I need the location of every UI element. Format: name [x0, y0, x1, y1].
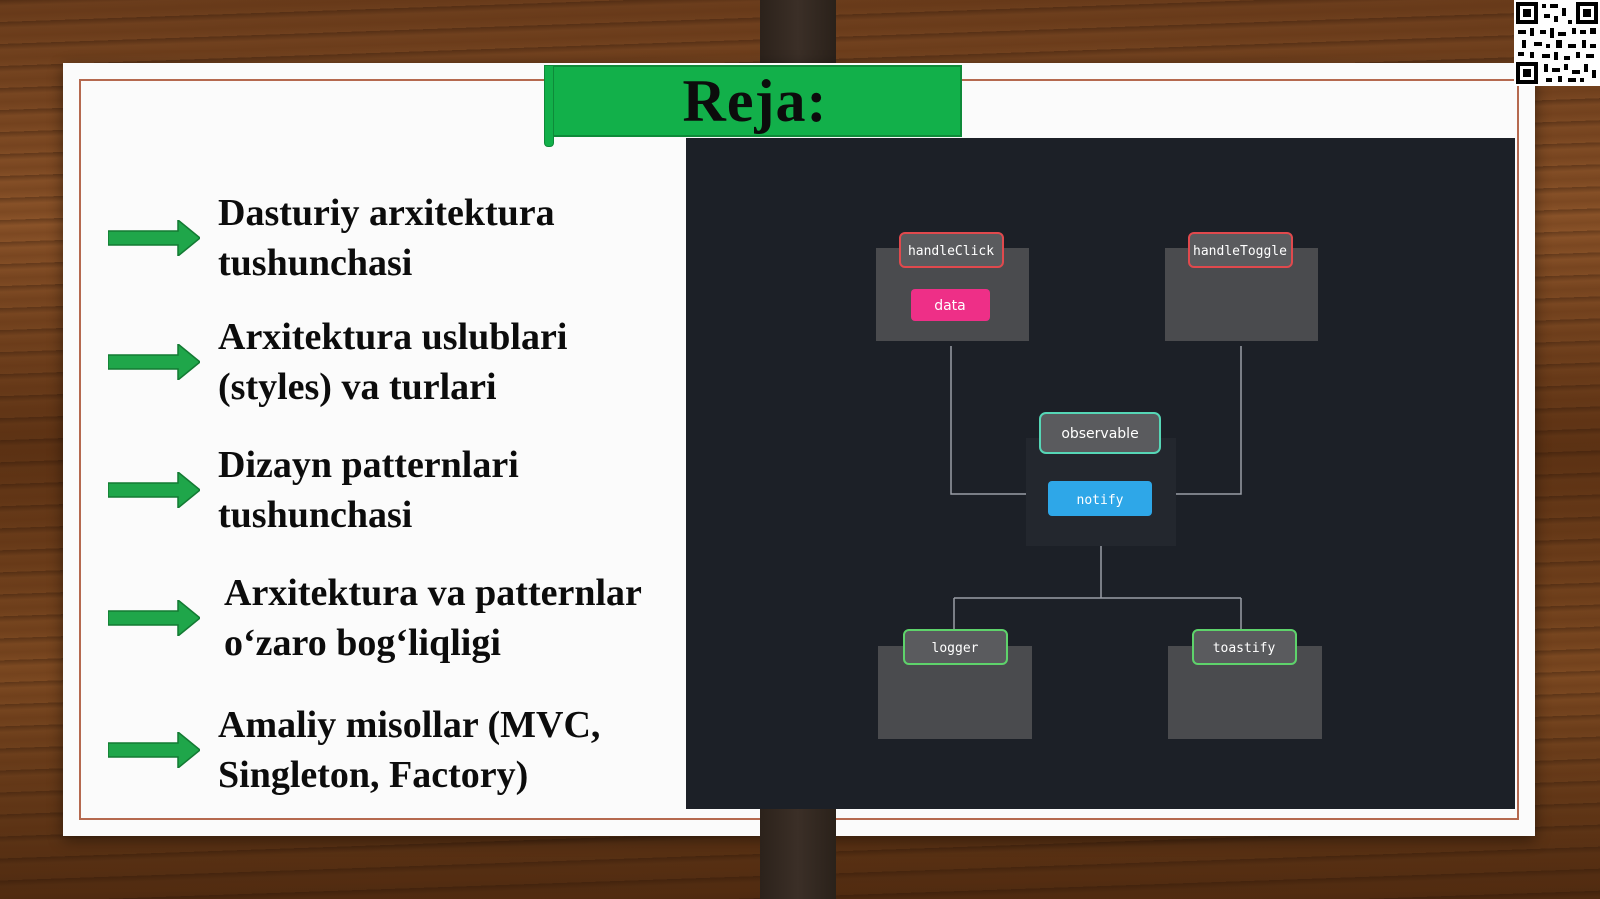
list-item-text: Dasturiy arxitektura tushunchasi	[218, 188, 555, 288]
toastify-node	[1192, 629, 1297, 665]
list-item-line2: (styles) va turlari	[218, 366, 497, 408]
arrow-right-icon	[108, 220, 200, 256]
list-item-text: Arxitektura uslublari (styles) va turlar…	[218, 312, 567, 412]
arrow-right-icon	[108, 344, 200, 380]
list-item-line2: tushunchasi	[218, 242, 413, 284]
title-banner: Reja:	[544, 65, 962, 147]
logger-label: logger	[932, 641, 979, 656]
list-item-text: Arxitektura va patternlar o‘zaro bog‘liq…	[224, 568, 642, 668]
list-item: Arxitektura va patternlar o‘zaro bog‘liq…	[108, 568, 688, 668]
arrow-right-icon	[108, 472, 200, 508]
connector-handletoggle	[1176, 346, 1242, 495]
list-item-line2: o‘zaro bog‘liqligi	[224, 622, 501, 664]
list-item: Amaliy misollar (MVC, Singleton, Factory…	[108, 700, 688, 800]
notify-label: notify	[1077, 493, 1124, 508]
list-item-line2: tushunchasi	[218, 494, 413, 536]
data-chip-label: data	[934, 298, 966, 314]
arrow-right-icon	[108, 732, 200, 768]
toastify-label: toastify	[1213, 641, 1276, 656]
observable-label: observable	[1061, 426, 1138, 442]
list-item: Dizayn patternlari tushunchasi	[108, 440, 688, 540]
list-item-line1: Dizayn patternlari	[218, 444, 519, 486]
list-item-text: Amaliy misollar (MVC, Singleton, Factory…	[218, 700, 600, 800]
data-chip	[911, 289, 990, 321]
list-item-line1: Arxitektura uslublari	[218, 316, 568, 358]
list-item: Dasturiy arxitektura tushunchasi	[108, 188, 688, 288]
diagram-connectors	[950, 346, 1242, 630]
arrow-right-icon	[108, 600, 200, 636]
handletoggle-label: handleToggle	[1193, 244, 1287, 259]
logger-node	[903, 629, 1008, 665]
background-strap-lower	[760, 808, 836, 899]
qr-code-graphic	[1516, 2, 1598, 84]
list-item-line1: Arxitektura va patternlar	[224, 572, 642, 614]
handleclick-label: handleClick	[908, 244, 994, 259]
qr-code-icon[interactable]	[1514, 0, 1600, 86]
slide-title: Reja:	[682, 67, 828, 134]
observer-diagram: handleClick data handleToggle observable…	[686, 138, 1515, 809]
list-item-text: Dizayn patternlari tushunchasi	[218, 440, 519, 540]
list-item-line2: Singleton, Factory)	[218, 754, 529, 796]
handletoggle-node	[1188, 232, 1293, 268]
handleclick-node	[899, 232, 1004, 268]
list-item-line1: Amaliy misollar (MVC,	[218, 704, 601, 746]
list-item-line1: Dasturiy arxitektura	[218, 192, 555, 234]
connector-handleclick	[950, 346, 1026, 495]
diagram-canvas: handleClick data handleToggle observable…	[876, 232, 1322, 739]
list-item: Arxitektura uslublari (styles) va turlar…	[108, 312, 688, 412]
notify-chip	[1048, 481, 1152, 516]
observable-node	[1039, 412, 1161, 454]
